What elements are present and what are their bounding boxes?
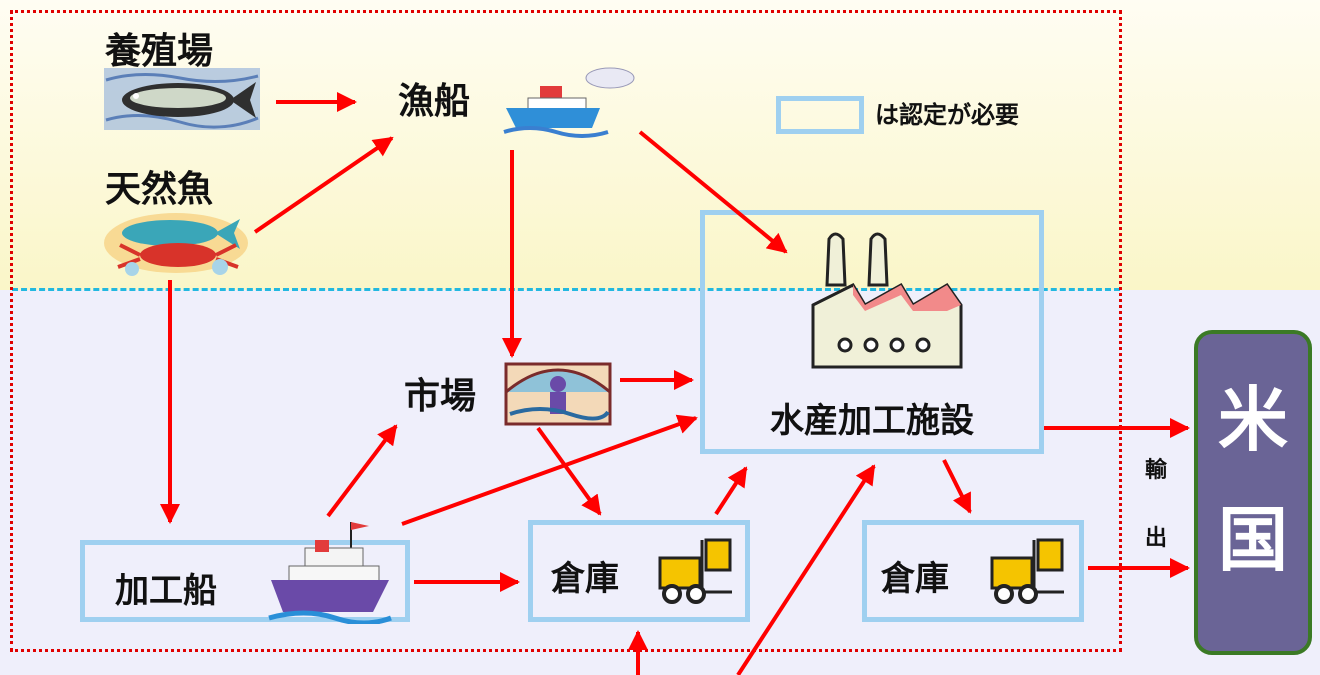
export-char-1: 輸 bbox=[1145, 458, 1168, 483]
processing-facility-label: 水産加工施設 bbox=[770, 401, 974, 441]
destination-char-1: 米 bbox=[1218, 379, 1288, 461]
farmed-fish-icon bbox=[104, 68, 260, 130]
legend-text: は認定が必要 bbox=[875, 101, 1019, 129]
processing-facility-box: 水産加工施設 bbox=[700, 210, 1044, 454]
factory-icon bbox=[811, 232, 963, 369]
market-label: 市場 bbox=[404, 376, 477, 417]
forklift-icon bbox=[990, 538, 1064, 604]
arrow-external-to-facility bbox=[736, 464, 876, 675]
market-icon bbox=[504, 362, 612, 426]
processing-ship-box: 加工船 bbox=[80, 540, 410, 622]
domestic-zone bbox=[0, 290, 1320, 675]
legend-swatch bbox=[776, 96, 864, 134]
forklift-icon bbox=[658, 538, 732, 604]
warehouse-2-label: 倉庫 bbox=[881, 559, 949, 599]
arrow-facility-to-warehouse bbox=[942, 459, 972, 514]
warehouse-1-box: 倉庫 bbox=[528, 520, 750, 622]
arrow-boat-to-facility bbox=[638, 130, 788, 254]
scope-boundary bbox=[10, 10, 1122, 652]
fishing-boat-label: 漁船 bbox=[398, 81, 471, 122]
farm-label: 養殖場 bbox=[105, 31, 214, 72]
processing-ship-label: 加工船 bbox=[115, 571, 217, 611]
destination-box bbox=[1194, 330, 1312, 655]
zone-divider bbox=[12, 288, 1120, 291]
wild-fish-icon bbox=[104, 213, 248, 276]
fishing-boat-icon bbox=[503, 67, 635, 138]
export-char-2: 出 bbox=[1145, 526, 1168, 551]
arrow-warehouse-to-facility bbox=[714, 466, 748, 516]
arrow-ship-to-market bbox=[326, 424, 398, 518]
wild-fish-label: 天然魚 bbox=[105, 169, 214, 210]
arrow-ship-to-facility bbox=[401, 414, 698, 526]
warehouse-2-box: 倉庫 bbox=[862, 520, 1084, 622]
arrow-wild-to-boat bbox=[253, 136, 394, 234]
arrow-market-to-warehouse bbox=[536, 426, 602, 516]
processing-ship-icon bbox=[268, 522, 392, 624]
warehouse-1-label: 倉庫 bbox=[551, 559, 619, 599]
destination-char-2: 国 bbox=[1218, 499, 1288, 581]
